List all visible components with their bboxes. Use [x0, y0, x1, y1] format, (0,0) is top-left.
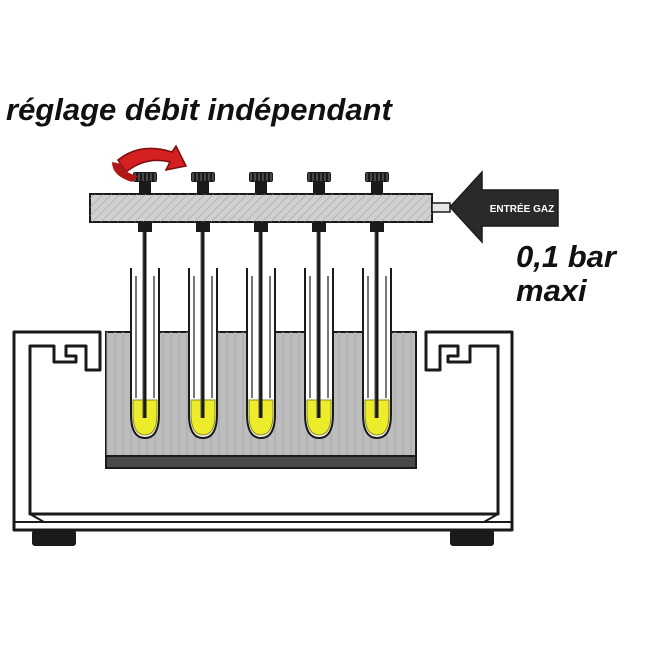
flow-control-heading: réglage débit indépendant [6, 92, 392, 127]
curved-arrow-icon [112, 144, 188, 182]
sample-tube [304, 222, 334, 440]
sample-tube [188, 222, 218, 440]
pressure-max-word: maxi [516, 273, 587, 308]
housing [12, 330, 514, 532]
pressure-value: 0,1 bar [516, 239, 616, 274]
gas-inlet-label: ENTRÉE GAZ [490, 202, 554, 215]
sample-tube [246, 222, 276, 440]
gas-manifold [89, 193, 451, 223]
max-pressure-label: 0,1 bar maxi [516, 240, 616, 308]
flow-valve [133, 172, 157, 232]
foot-right [450, 530, 494, 546]
tube-group [130, 222, 392, 440]
foot-left [32, 530, 76, 546]
arrow-left-icon [448, 170, 559, 244]
flow-valve [365, 172, 389, 232]
sample-tube [362, 222, 392, 440]
flow-valve [249, 172, 273, 232]
valve-group [133, 172, 389, 232]
sample-tube [130, 222, 160, 440]
flow-valve [307, 172, 331, 232]
flow-valve [191, 172, 215, 232]
